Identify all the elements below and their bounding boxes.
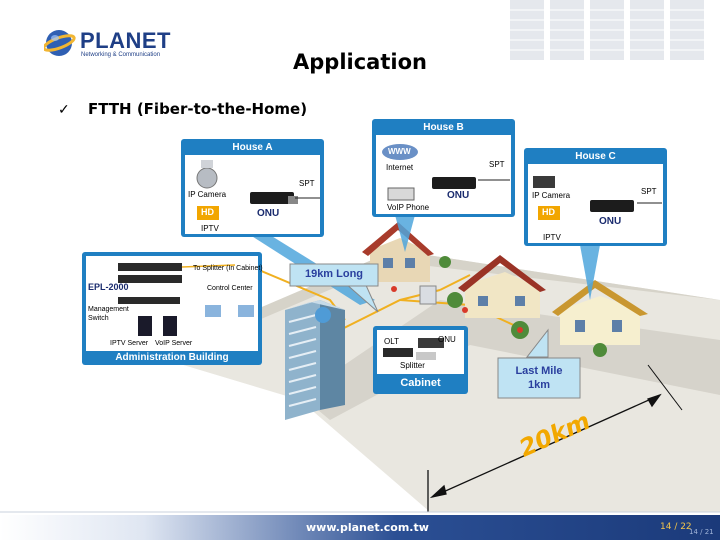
- logo-tagline: Networking & Communication: [81, 52, 161, 58]
- house-c-onu-label: ONU: [599, 216, 622, 227]
- house-b-onu-label: ONU: [447, 190, 470, 201]
- admin-epl-label: EPL-2000: [88, 282, 129, 292]
- distance-arrow: [427, 364, 683, 512]
- house-b-spt-label: SPT: [489, 160, 505, 169]
- footer-website: www.planet.com.tw: [306, 521, 429, 534]
- callout-last-mile: [497, 328, 581, 399]
- house-a-panel: [181, 139, 324, 237]
- house-b-www-label: WWW: [388, 147, 411, 156]
- house-middle-building: [458, 255, 546, 318]
- cabinet-onu-label: ONU: [438, 335, 456, 344]
- house-c-ip-camera-label: IP Camera: [532, 191, 571, 200]
- admin-management-switch-label: Management Switch: [88, 306, 129, 322]
- cabinet-panel: [373, 326, 468, 394]
- house-a-spt-label: SPT: [299, 179, 315, 188]
- checkmark-icon: ✓: [58, 101, 70, 117]
- house-b-title: House B: [423, 122, 464, 133]
- admin-building-panel: [82, 252, 262, 365]
- page-number-overlay: 14 / 21: [689, 528, 714, 536]
- trees: [344, 256, 607, 357]
- street-cabinet: [419, 285, 437, 305]
- house-a-hd-label: HD: [201, 207, 214, 217]
- cabinet-title: Cabinet: [400, 377, 441, 389]
- house-c-pointer: [580, 245, 600, 300]
- admin-splitter-cabinet-label: To Splitter (In Cabinet): [193, 265, 263, 272]
- page-title: Application: [293, 50, 427, 74]
- house-a-ip-camera-label: IP Camera: [188, 190, 227, 199]
- admin-control-center-label: Control Center: [207, 285, 253, 292]
- house-c-panel: [524, 148, 667, 246]
- admin-voip-server-label: VoIP Server: [155, 340, 193, 347]
- admin-building-title: Administration Building: [115, 352, 229, 363]
- planet-logo: PLANET Networking & Communication: [44, 26, 171, 64]
- house-c-title: House C: [575, 151, 616, 162]
- page-number: 14 / 22: [660, 522, 692, 532]
- office-tower: [285, 300, 345, 420]
- house-a-onu-label: ONU: [257, 208, 280, 219]
- callout-last-mile-text: Last Mile 1km: [515, 365, 563, 391]
- house-c-iptv-label: IPTV: [543, 233, 561, 242]
- footer-bar: [0, 515, 720, 540]
- house-a-iptv-label: IPTV: [201, 224, 219, 233]
- cabinet-splitter-label: Splitter: [400, 361, 425, 370]
- house-c-spt-label: SPT: [641, 187, 657, 196]
- cabinet-olt-label: OLT: [384, 337, 399, 346]
- callout-19km: [289, 263, 379, 313]
- house-c-hd-label: HD: [542, 207, 555, 217]
- admin-iptv-server-label: IPTV Server: [110, 340, 149, 347]
- house-c-building: [552, 280, 648, 345]
- house-a-title: House A: [232, 142, 273, 153]
- house-b-voip-phone-label: VoIP Phone: [387, 203, 430, 212]
- house-b-building: [362, 222, 434, 282]
- planet-globe-icon: [44, 30, 76, 56]
- logo-text: PLANET: [80, 28, 171, 53]
- section-heading: FTTH (Fiber-to-the-Home): [88, 100, 308, 118]
- house-b-pointer: [395, 215, 415, 252]
- callout-19km-text: 19km Long: [304, 268, 364, 280]
- server-rack-decoration: [510, 0, 704, 60]
- house-b-panel: [372, 119, 515, 217]
- house-b-internet-label: Internet: [386, 163, 414, 172]
